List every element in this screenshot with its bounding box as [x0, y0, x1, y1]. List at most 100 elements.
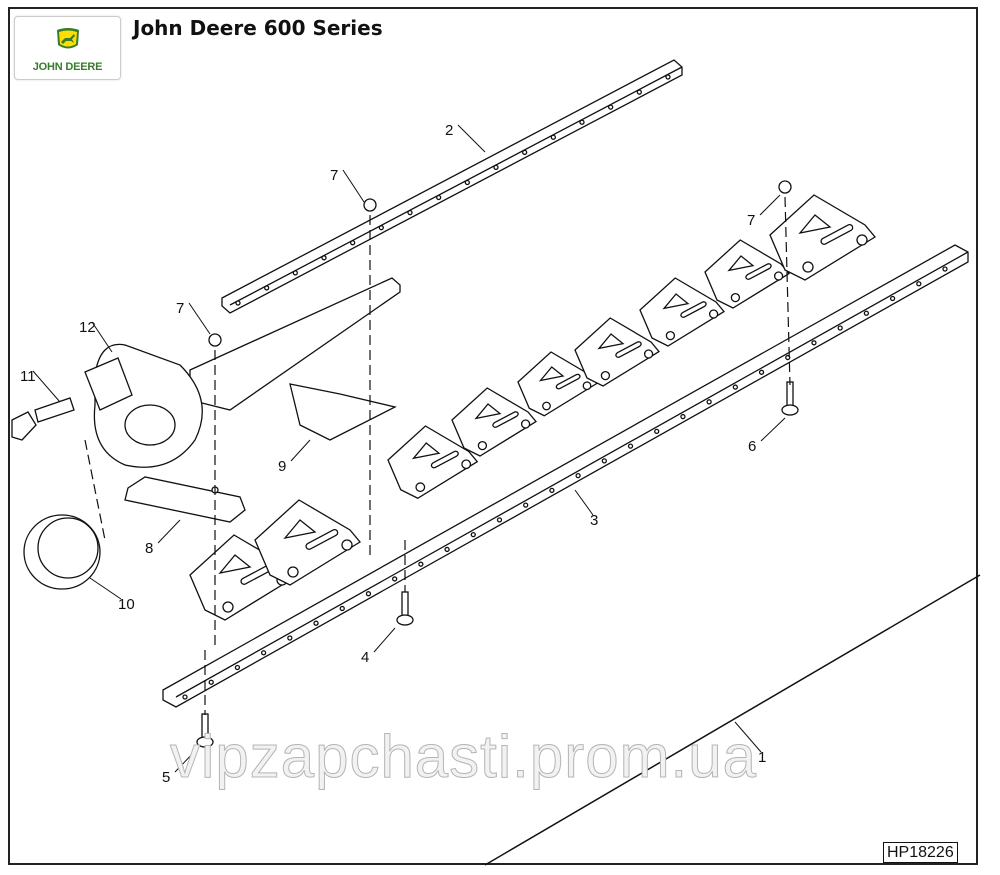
bar-hole: [889, 295, 896, 302]
bar-hole: [287, 635, 293, 641]
hex-nut: [208, 333, 222, 347]
callout-leader-line: [89, 577, 122, 600]
section-hole: [218, 554, 252, 574]
bar-hole: [579, 119, 585, 125]
assembly-dashed-line: [84, 439, 106, 541]
page-title: John Deere 600 Series: [133, 16, 383, 40]
bar-hole: [942, 266, 948, 272]
carriage-bolt-shank: [401, 591, 409, 619]
knife-head-clamp: [84, 357, 133, 411]
hex-nut: [778, 180, 792, 194]
bar-hole: [365, 591, 372, 597]
bar-hole: [636, 89, 642, 95]
bar-hole: [522, 149, 528, 155]
bar-hole: [601, 458, 607, 464]
knife-section: [451, 387, 537, 457]
section-hole: [597, 333, 625, 350]
bar-hole: [523, 502, 529, 508]
section-nut: [477, 440, 488, 451]
hex-nut: [363, 198, 377, 212]
section-nut: [542, 401, 551, 411]
assembly-dashed-line: [784, 196, 791, 386]
bar-hole: [575, 472, 581, 479]
callout-label-6: 6: [748, 438, 756, 455]
callout-label-12: 12: [79, 319, 96, 336]
section-slot: [430, 450, 459, 469]
bar-hole: [407, 209, 413, 216]
logo-text: JOHN DEERE: [32, 61, 103, 73]
section-nut: [461, 459, 472, 470]
bar-hole: [758, 369, 765, 375]
bar-hole: [260, 650, 267, 656]
carriage-bolt-shank: [786, 381, 794, 409]
bar-hole: [493, 164, 499, 171]
callout-leader-line: [91, 321, 113, 353]
section-nut: [520, 419, 531, 429]
section-hole: [662, 293, 690, 310]
callout-label-7: 7: [747, 212, 755, 229]
section-nut: [773, 271, 784, 281]
section-slot: [680, 301, 707, 318]
bar-hole: [235, 300, 241, 306]
callout-leader-line: [157, 519, 181, 544]
callout-label-5: 5: [162, 769, 170, 786]
section-hole: [798, 214, 832, 234]
section-slot: [615, 341, 642, 358]
section-nut: [802, 261, 814, 273]
cutterbar-outline-line: [484, 574, 981, 866]
section-nut: [708, 309, 719, 319]
bar-hole: [378, 225, 384, 231]
diagram-frame: [8, 7, 978, 865]
knife-section: [574, 317, 660, 387]
section-nut: [582, 381, 592, 391]
bar-hole: [444, 546, 450, 553]
bar-hole: [464, 179, 470, 186]
bar-hole: [436, 194, 442, 201]
figure-id: HP18226: [883, 842, 958, 863]
callout-label-7: 7: [330, 167, 338, 184]
section-nut: [287, 566, 299, 578]
bar-hole: [470, 532, 476, 538]
section-hole: [727, 255, 755, 272]
section-nut: [415, 482, 426, 493]
callout-leader-line: [457, 124, 486, 153]
bar-hole: [706, 399, 712, 405]
bar-hole: [182, 694, 188, 700]
knife-section: [704, 239, 790, 309]
bar-hole: [350, 240, 356, 246]
callout-label-10: 10: [118, 596, 135, 613]
bar-hole: [264, 285, 270, 291]
carriage-bolt-head: [196, 736, 214, 748]
knife-back-bar: [162, 244, 969, 708]
carriage-bolt-head: [781, 404, 799, 416]
section-nut: [222, 601, 234, 613]
callout-label-2: 2: [445, 122, 453, 139]
bar-hole: [665, 74, 671, 80]
callout-label-1: 1: [758, 749, 766, 766]
bar-hole: [339, 605, 345, 612]
callout-label-3: 3: [590, 512, 598, 529]
bar-hole: [321, 255, 327, 261]
callout-label-11: 11: [20, 368, 36, 385]
carriage-bolt-head: [396, 614, 414, 626]
upper-drive-bar-edge: [229, 66, 683, 306]
callout-leader-line: [760, 417, 786, 442]
bar-hole: [811, 340, 817, 346]
hold-down-plate: [124, 476, 246, 523]
bar-hole: [549, 487, 555, 494]
callout-leader-line: [574, 489, 594, 516]
bar-hole: [863, 310, 870, 316]
knife-section: [639, 277, 725, 347]
section-nut: [730, 292, 741, 303]
bar-hole: [208, 679, 214, 685]
bar-hole: [292, 270, 298, 276]
section-hole: [411, 442, 441, 460]
knife-back-bar-edge: [175, 251, 969, 698]
section-hole: [474, 403, 502, 420]
section-nut: [341, 539, 353, 551]
callout-leader-line: [290, 439, 311, 462]
knife-section-plate: [289, 383, 397, 441]
bar-hole: [234, 664, 241, 671]
bar-hole: [550, 134, 556, 140]
